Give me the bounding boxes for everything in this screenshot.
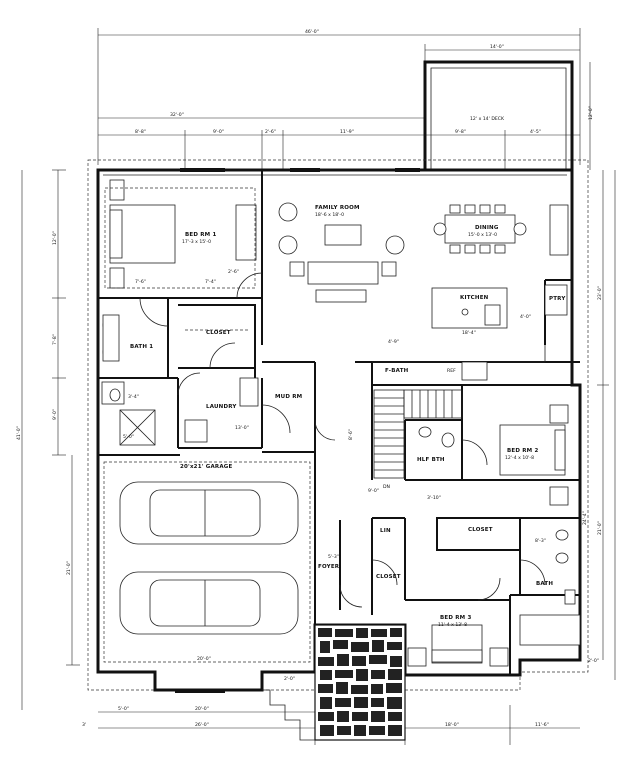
bath2-label: F-BATH <box>385 368 409 374</box>
stone-porch <box>262 624 406 741</box>
dim-2-6: 2'-6" <box>228 269 239 275</box>
dim-4-0: 4'-0" <box>520 314 531 320</box>
dim-left-4: 21'-0" <box>66 561 72 575</box>
dim-3-4: 3'-4" <box>128 394 139 400</box>
dim-bottom-5: 11'-6" <box>535 722 549 728</box>
bed2-name: BED RM 2 <box>507 448 538 454</box>
dim-bottom-left: 3' <box>82 722 86 728</box>
dim-9-0: 9'-0" <box>368 488 379 494</box>
stair-dn-label: DN <box>383 484 390 490</box>
dim-deck-height: 12'-0" <box>588 106 594 120</box>
dimension-labels: 46'-0" 14'-0" 12'-0" 32'-0" 8'-8" 9'-0" … <box>16 29 603 728</box>
family-size: 18'-6 x 18'-0 <box>315 212 344 218</box>
closet1-label: CLOSET <box>206 330 231 336</box>
bed1-name: BED RM 1 <box>185 232 216 238</box>
dim-24-4: 24'-4" <box>582 511 588 525</box>
dim-3-10: 3'-10" <box>427 495 441 501</box>
dim-bottom-1: 5'-0" <box>118 706 129 712</box>
dim-5-3: 5'-3" <box>328 554 339 560</box>
dim-garage-width: 20'-0" <box>197 656 211 662</box>
deck-label: 12' x 14' DECK <box>470 116 505 122</box>
dim-8-3: 8'-3" <box>535 538 546 544</box>
dim-top-run-2: 9'-0" <box>213 129 224 135</box>
deck: 12' x 14' DECK <box>423 60 574 170</box>
interior-dimensions: 7'-6" 7'-4" 2'-6" 4'-0" 4'-9" 13'-0" 18'… <box>123 269 588 682</box>
bed2-size: 12'-4 x 10'-8 <box>505 455 534 461</box>
dim-5-0: 5'-0" <box>123 434 134 440</box>
dim-7-4: 7'-4" <box>205 279 216 285</box>
family-name: FAMILY ROOM <box>315 205 360 211</box>
bed1-size: 17'-3 x 15'-0 <box>182 239 211 245</box>
laundry-label: LAUNDRY <box>206 404 237 410</box>
dim-top-run-6: 4'-5" <box>530 129 541 135</box>
garage-label: 20'x21' GARAGE <box>180 464 233 470</box>
dim-18-4: 18'-4" <box>462 330 476 336</box>
dim-top-run-4: 11'-9" <box>340 129 354 135</box>
bath1-label: BATH 1 <box>130 344 153 350</box>
furniture <box>101 179 581 667</box>
dim-bottom-4: 18'-0" <box>445 722 459 728</box>
mudroom-label: MUD RM <box>275 394 302 400</box>
halfbath-label: HLF BTH <box>417 457 445 463</box>
dim-top-left-run: 32'-0" <box>170 112 184 118</box>
dim-deck-width: 14'-0" <box>490 44 504 50</box>
dim-4-9: 4'-9" <box>388 339 399 345</box>
stairs: DN <box>373 389 463 490</box>
ref-label: REF <box>447 368 456 374</box>
dim-left-total: 41'-0" <box>16 426 22 440</box>
dim-left-2: 7'-8" <box>52 334 58 345</box>
room-labels: BED RM 1 17'-3 x 15'-0 FAMILY ROOM 18'-6… <box>130 205 566 628</box>
dim-bottom-3: 26'-0" <box>195 722 209 728</box>
dim-7-6: 7'-6" <box>135 279 146 285</box>
dim-top-run-5: 9'-8" <box>455 129 466 135</box>
dim-left-1: 12'-0" <box>52 231 58 245</box>
dim-right-3: 2'-0" <box>588 658 599 664</box>
dim-13-0: 13'-0" <box>235 425 249 431</box>
bed3-name: BED RM 3 <box>440 615 471 621</box>
dim-2-0: 2'-0" <box>284 676 295 682</box>
closet2-label: CLOSET <box>468 527 493 533</box>
dim-left-3: 9'-0" <box>52 409 58 420</box>
dim-top-run-1: 8'-8" <box>135 129 146 135</box>
dim-right-2: 21'-0" <box>597 521 603 535</box>
pantry-label: PTRY <box>549 296 566 302</box>
bath3-label: BATH <box>536 581 553 587</box>
door-swings <box>139 272 546 608</box>
dim-8-6: 8'-6" <box>348 429 354 440</box>
dim-bottom-2: 20'-0" <box>195 706 209 712</box>
dim-overall-width: 46'-0" <box>305 29 319 35</box>
dim-right-1: 23'-0" <box>597 286 603 300</box>
dining-name: DINING <box>475 225 499 231</box>
closet3-label: CLOSET <box>376 574 401 580</box>
foyer-label: FOYER <box>318 564 340 570</box>
bed3-size: 11'-4 x 13'-8 <box>438 622 467 628</box>
kitchen-label: KITCHEN <box>460 295 489 301</box>
linen-label: LIN <box>380 528 391 534</box>
dim-top-run-3: 2'-6" <box>265 129 276 135</box>
dining-size: 15'-0 x 13'-0 <box>468 232 497 238</box>
